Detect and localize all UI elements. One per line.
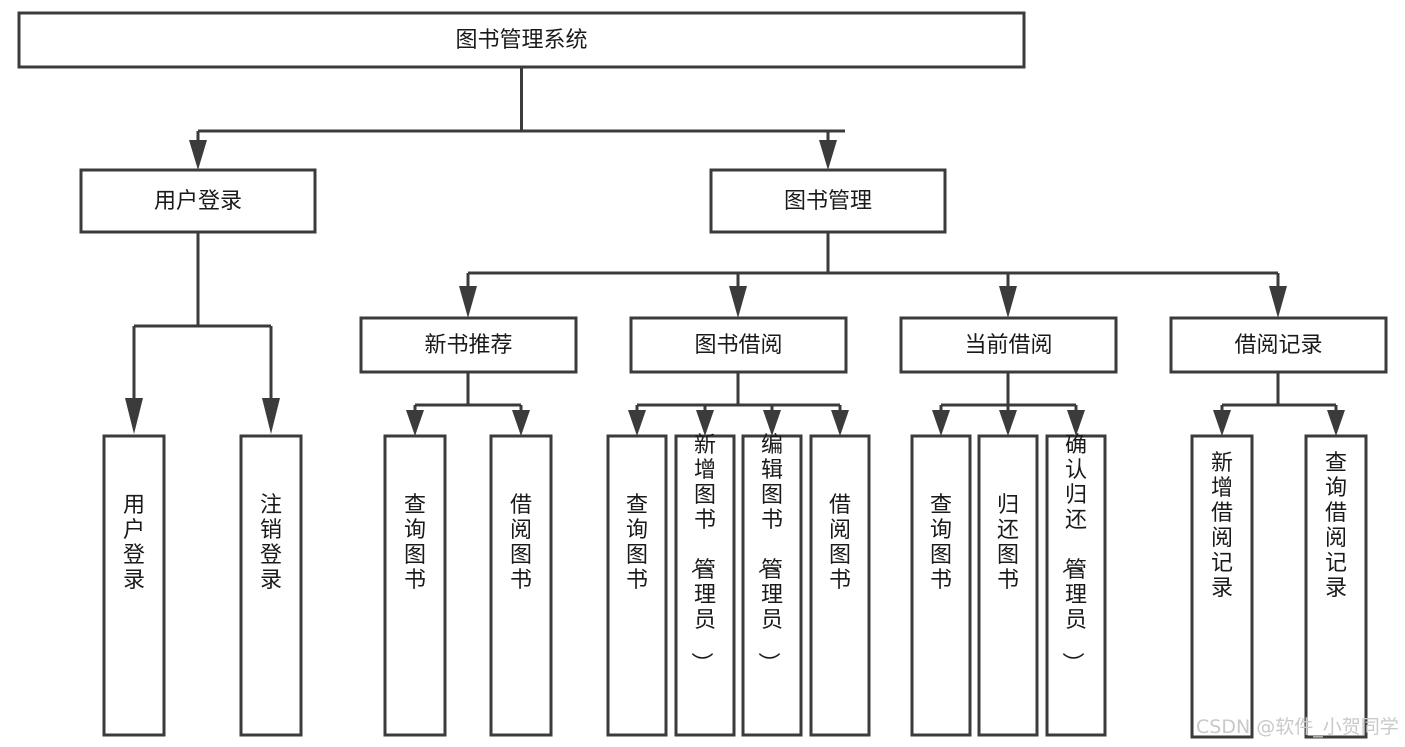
arrow-bookmanage-child-1 bbox=[459, 286, 477, 318]
node-book-manage-label: 图书管理 bbox=[784, 189, 872, 214]
arrow-userlogin-child-2 bbox=[262, 398, 280, 434]
node-user-login[interactable]: 用户登录 bbox=[79, 168, 317, 234]
leaf-new-book-1-label: 借阅图书 bbox=[510, 493, 532, 593]
arrow-bookborrow-child-1 bbox=[628, 410, 646, 436]
leaf-book-borrow-3-box[interactable] bbox=[809, 434, 871, 737]
node-current-borrow-box[interactable] bbox=[899, 316, 1118, 374]
leaf-user-login-0[interactable]: 用户登录 bbox=[102, 434, 166, 737]
leaf-new-book-0-label: 查询图书 bbox=[404, 493, 426, 593]
leaf-current-borrow-0-box[interactable] bbox=[910, 434, 972, 737]
node-root-system[interactable]: 图书管理系统 bbox=[17, 11, 1026, 69]
leaf-book-borrow-1-box[interactable] bbox=[674, 434, 736, 737]
arrow-borrowrecord-child-2 bbox=[1327, 410, 1345, 436]
leaf-current-borrow-2-label: 确认归还（管理员） bbox=[1059, 433, 1087, 674]
leaf-book-borrow-0[interactable]: 查询图书 bbox=[606, 434, 668, 737]
leaf-borrow-record-1[interactable]: 查询借阅记录 bbox=[1304, 434, 1368, 739]
node-new-book-recommend[interactable]: 新书推荐 bbox=[359, 316, 578, 374]
node-borrow-record-box[interactable] bbox=[1169, 316, 1388, 374]
leaf-book-borrow-3-label: 借阅图书 bbox=[829, 493, 851, 593]
node-borrow-record-label: 借阅记录 bbox=[1234, 333, 1322, 358]
arrow-bookborrow-child-3 bbox=[763, 410, 781, 436]
leaf-current-borrow-2-box[interactable] bbox=[1045, 434, 1107, 737]
arrow-newbook-child-1 bbox=[406, 410, 424, 436]
arrow-bookborrow-child-2 bbox=[696, 410, 714, 436]
arrow-newbook-child-2 bbox=[512, 410, 530, 436]
leaf-current-borrow-0[interactable]: 查询图书 bbox=[910, 434, 972, 737]
leaf-current-borrow-1-box[interactable] bbox=[977, 434, 1039, 737]
arrow-root-to-book-manage bbox=[819, 140, 837, 170]
arrow-currentborrow-child-2 bbox=[999, 410, 1017, 436]
leaf-borrow-record-1-label: 查询借阅记录 bbox=[1325, 451, 1347, 601]
leaf-current-borrow-1[interactable]: 归还图书 bbox=[977, 434, 1039, 737]
arrow-currentborrow-child-3 bbox=[1067, 410, 1085, 436]
node-new-book-recommend-box[interactable] bbox=[359, 316, 578, 374]
leaf-user-login-1-label: 注销登录 bbox=[260, 493, 282, 593]
leaf-user-login-0-box[interactable] bbox=[102, 434, 166, 737]
arrow-bookborrow-child-4 bbox=[831, 410, 849, 436]
leaf-book-borrow-1-label: 新增图书（管理员） bbox=[688, 433, 716, 674]
leaf-new-book-1-box[interactable] bbox=[489, 434, 553, 737]
connector-layer bbox=[125, 67, 1345, 436]
node-book-manage[interactable]: 图书管理 bbox=[709, 168, 947, 234]
leaf-book-borrow-1[interactable]: 新增图书（管理员） bbox=[674, 433, 736, 737]
node-book-manage-box[interactable] bbox=[709, 168, 947, 234]
leaf-current-borrow-2[interactable]: 确认归还（管理员） bbox=[1045, 433, 1107, 737]
node-current-borrow-label: 当前借阅 bbox=[964, 333, 1052, 358]
node-user-login-box[interactable] bbox=[79, 168, 317, 234]
node-book-borrow-box[interactable] bbox=[629, 316, 848, 374]
leaf-user-login-0-label: 用户登录 bbox=[123, 493, 145, 593]
arrow-root-to-user-login bbox=[189, 140, 207, 170]
node-book-borrow[interactable]: 图书借阅 bbox=[629, 316, 848, 374]
node-root-system-label: 图书管理系统 bbox=[455, 28, 587, 53]
arrow-borrowrecord-child-1 bbox=[1213, 410, 1231, 436]
watermark-label: CSDN @软件_小贺同学 bbox=[1196, 716, 1399, 738]
leaf-book-borrow-0-label: 查询图书 bbox=[626, 493, 648, 593]
arrow-bookmanage-child-3 bbox=[999, 286, 1017, 318]
leaf-borrow-record-1-box[interactable] bbox=[1304, 434, 1368, 739]
node-current-borrow[interactable]: 当前借阅 bbox=[899, 316, 1118, 374]
node-user-login-label: 用户登录 bbox=[154, 189, 242, 214]
leaf-user-login-1[interactable]: 注销登录 bbox=[239, 434, 303, 737]
leaf-book-borrow-2-label: 编辑图书（管理员） bbox=[755, 433, 783, 674]
leaf-new-book-0[interactable]: 查询图书 bbox=[383, 434, 447, 737]
leaf-book-borrow-0-box[interactable] bbox=[606, 434, 668, 737]
leaf-book-borrow-2-box[interactable] bbox=[741, 434, 803, 737]
leaf-book-borrow-2[interactable]: 编辑图书（管理员） bbox=[741, 433, 803, 737]
leaf-current-borrow-0-label: 查询图书 bbox=[930, 493, 952, 593]
node-book-borrow-label: 图书借阅 bbox=[694, 333, 782, 358]
leaf-user-login-1-box[interactable] bbox=[239, 434, 303, 737]
leaf-current-borrow-1-label: 归还图书 bbox=[997, 493, 1019, 593]
leaf-borrow-record-0-box[interactable] bbox=[1190, 434, 1254, 739]
leaf-new-book-0-box[interactable] bbox=[383, 434, 447, 737]
node-new-book-recommend-label: 新书推荐 bbox=[424, 333, 512, 358]
arrow-currentborrow-child-1 bbox=[932, 410, 950, 436]
leaf-book-borrow-3[interactable]: 借阅图书 bbox=[809, 434, 871, 737]
leaf-borrow-record-0[interactable]: 新增借阅记录 bbox=[1190, 434, 1254, 739]
leaf-borrow-record-0-label: 新增借阅记录 bbox=[1211, 451, 1233, 601]
arrow-bookmanage-child-2 bbox=[729, 286, 747, 318]
arrow-bookmanage-child-4 bbox=[1269, 286, 1287, 318]
node-root-system-box[interactable] bbox=[17, 11, 1026, 69]
leaf-new-book-1[interactable]: 借阅图书 bbox=[489, 434, 553, 737]
arrow-userlogin-child-1 bbox=[125, 398, 143, 434]
node-borrow-record[interactable]: 借阅记录 bbox=[1169, 316, 1388, 374]
